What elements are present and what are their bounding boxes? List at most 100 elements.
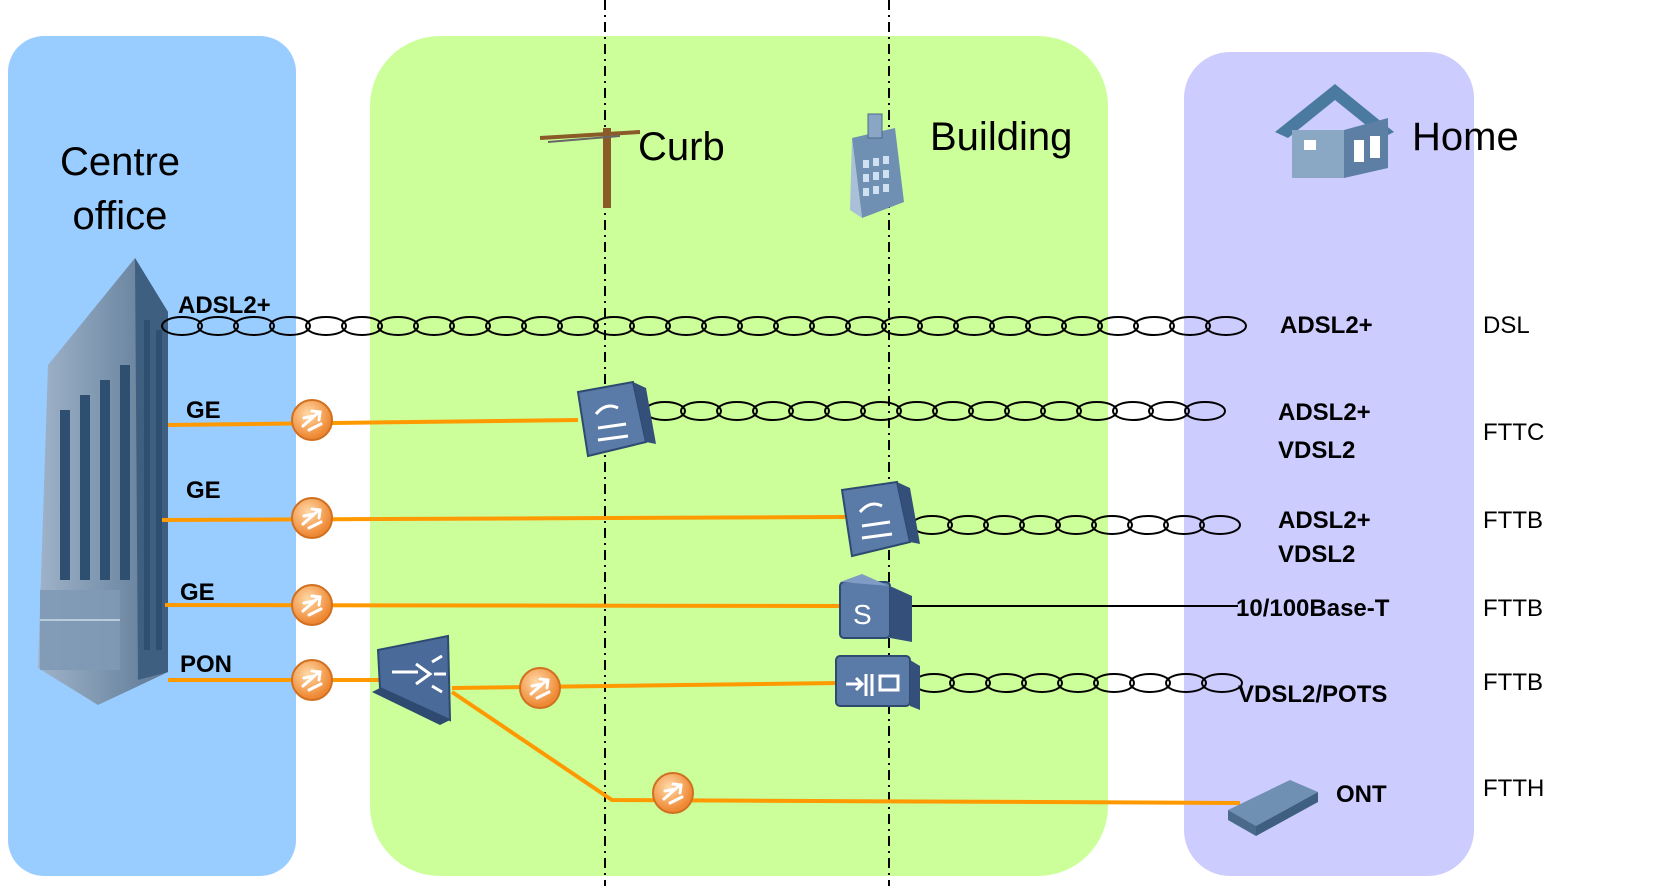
cable-loop [701, 316, 743, 336]
cable-loop [1127, 515, 1169, 535]
ont-icon [1228, 780, 1318, 836]
cable-loop [1021, 673, 1063, 693]
optical-module-icon [651, 771, 695, 815]
cable-loop [1129, 673, 1171, 693]
cable-loop [1112, 401, 1154, 421]
cable-loop [860, 401, 902, 421]
cable-loop [1061, 316, 1103, 336]
cable-loop [680, 401, 722, 421]
cable-loop [1133, 316, 1175, 336]
co-ge-label-3: GE [180, 579, 215, 606]
cable-loop [1205, 316, 1247, 336]
cable-loop [305, 316, 347, 336]
curb-title: Curb [638, 125, 725, 169]
cable-loop [1025, 316, 1067, 336]
cable-loop [737, 316, 779, 336]
co-ge-label-1: GE [186, 397, 221, 424]
dslam-icon [576, 380, 656, 458]
cable-loop [932, 401, 974, 421]
cable-loop [773, 316, 815, 336]
mdu-icon [835, 655, 920, 710]
home-fttc-label-2: VDSL2 [1278, 437, 1355, 464]
home-ethernet-label: 10/100Base-T [1236, 595, 1390, 622]
co-adsl-label: ADSL2+ [178, 292, 271, 319]
dslam-icon [840, 480, 920, 558]
cable-loop [716, 401, 758, 421]
co-ge-label-2: GE [186, 477, 221, 504]
cable-loop [947, 515, 989, 535]
cable-loop [1201, 673, 1243, 693]
svg-text:S: S [853, 599, 872, 630]
fiber-lines [161, 418, 1241, 805]
cable-loop [161, 316, 203, 336]
optical-module-icon [290, 398, 334, 442]
cable-loop [752, 401, 794, 421]
cable-loop [665, 316, 707, 336]
cable-loop [953, 316, 995, 336]
cable-loop [1091, 515, 1133, 535]
home-fttb1-label-1: ADSL2+ [1278, 507, 1371, 534]
cable-loop [1019, 515, 1061, 535]
cable-loop [1004, 401, 1046, 421]
home-adsl-label: ADSL2+ [1280, 312, 1373, 339]
cable-loop [809, 316, 851, 336]
co-pon-label: PON [180, 651, 232, 678]
cable-loop [1076, 401, 1118, 421]
fttb1-copper-loop [911, 515, 1241, 535]
cable-loop [1093, 673, 1135, 693]
cable-loop [197, 316, 239, 336]
home-fttc-label-1: ADSL2+ [1278, 399, 1371, 426]
cable-loop [485, 316, 527, 336]
category-fttc: FTTC [1483, 419, 1544, 446]
cable-loop [989, 316, 1031, 336]
tower-icon [850, 113, 904, 218]
home-title: Home [1412, 115, 1519, 159]
cable-loop [413, 316, 455, 336]
cable-loop [1169, 316, 1211, 336]
optical-module-icon [518, 666, 562, 710]
cable-loop [1040, 401, 1082, 421]
cable-loop [949, 673, 991, 693]
cable-loop [985, 673, 1027, 693]
home-zone [1184, 52, 1474, 876]
cable-loop [233, 316, 275, 336]
cable-loop [788, 401, 830, 421]
category-fttb-2: FTTB [1483, 595, 1543, 622]
optical-module-icon [290, 496, 334, 540]
home-vdsl-pots-label: VDSL2/POTS [1238, 681, 1387, 708]
cable-loop [1184, 401, 1226, 421]
switch-icon: S [839, 574, 912, 642]
category-dsl: DSL [1483, 312, 1530, 339]
cable-loop [1097, 316, 1139, 336]
curb-building-zone [370, 36, 1108, 876]
house-icon [1275, 84, 1394, 178]
cable-loop [377, 316, 419, 336]
cable-loop [593, 316, 635, 336]
cable-loop [845, 316, 887, 336]
splitter-icon [372, 634, 452, 725]
cable-loop [1148, 401, 1190, 421]
cable-loop [983, 515, 1025, 535]
home-fttb1-label-2: VDSL2 [1278, 541, 1355, 568]
building-title: Building [930, 115, 1072, 159]
cable-loop [521, 316, 563, 336]
cable-loop [1199, 515, 1241, 535]
category-fttb-1: FTTB [1483, 507, 1543, 534]
utility-pole-icon [539, 128, 641, 208]
cable-loop [917, 316, 959, 336]
cable-loop [896, 401, 938, 421]
cable-loop [557, 316, 599, 336]
fttc-copper-loop [644, 401, 1226, 421]
cable-loop [449, 316, 491, 336]
category-ftth: FTTH [1483, 775, 1544, 802]
optical-module-icon [290, 658, 334, 702]
cable-loop [1055, 515, 1097, 535]
cable-loop [881, 316, 923, 336]
cable-loop [629, 316, 671, 336]
fttb3-copper-loop [913, 673, 1243, 693]
building-icon [38, 258, 168, 705]
cable-loop [824, 401, 866, 421]
category-fttb-3: FTTB [1483, 669, 1543, 696]
